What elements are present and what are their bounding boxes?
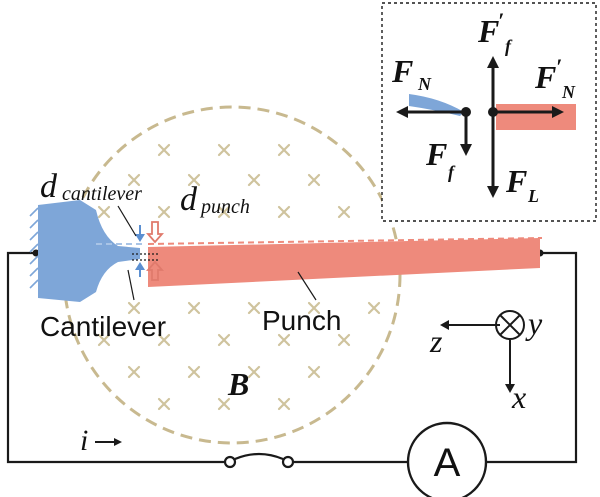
field-cross-mark [277, 333, 291, 347]
field-cross-mark [217, 333, 231, 347]
punch-displacement-arrows [146, 221, 164, 281]
d-cantilever-leader [117, 205, 137, 237]
svg-text:′: ′ [556, 54, 562, 79]
ammeter [406, 421, 488, 497]
field-cross-mark [127, 365, 141, 379]
field-cross-mark [97, 205, 111, 219]
svg-text:punch: punch [199, 196, 250, 218]
label-f-l: F L [505, 163, 539, 206]
gap-markers [132, 253, 158, 261]
field-cross-mark [337, 205, 351, 219]
d-cantilever-label: d cantilever [40, 168, 142, 205]
svg-text:F: F [425, 136, 447, 172]
svg-text:F: F [477, 13, 499, 49]
field-cross-mark [217, 205, 231, 219]
field-cross-mark [307, 173, 321, 187]
inset-force-arrows-right [487, 56, 564, 198]
inset-punch-tip [496, 104, 576, 130]
field-cross-mark [187, 301, 201, 315]
field-markers [97, 143, 381, 411]
label-f-f: F f [425, 136, 456, 182]
field-cross-mark [277, 397, 291, 411]
wire-node-left [32, 249, 40, 257]
label-f-n: F N [391, 53, 432, 94]
clamp-hatching [29, 207, 39, 289]
field-cross-mark [217, 397, 231, 411]
field-cross-mark [307, 365, 321, 379]
svg-text:F: F [534, 59, 556, 95]
magnetic-field-region [62, 105, 402, 445]
field-cross-mark [157, 205, 171, 219]
coordinate-axes [440, 320, 515, 393]
field-cross-mark [217, 143, 231, 157]
svg-text:N: N [561, 82, 576, 102]
field-cross-mark [157, 333, 171, 347]
ammeter-label: A [434, 441, 461, 485]
field-cross-mark [127, 173, 141, 187]
field-cross-mark [247, 173, 261, 187]
current-label: i [80, 424, 88, 457]
field-cross-mark [157, 397, 171, 411]
field-cross-mark [127, 301, 141, 315]
punch-leader [297, 271, 317, 301]
field-cross-mark [277, 143, 291, 157]
inset-force-arrows-left [396, 106, 472, 156]
inset-contact-point-right [488, 107, 498, 117]
label-f-prime-f: F ′ f [477, 8, 513, 56]
field-cross-mark [247, 365, 261, 379]
inset-contact-point-left [461, 107, 471, 117]
punch-beam [148, 238, 540, 287]
field-cross-mark [277, 205, 291, 219]
field-cross-mark [187, 173, 201, 187]
switch [223, 452, 295, 469]
circuit-wire [6, 251, 578, 464]
axis-x-label: x [511, 379, 526, 415]
svg-text:N: N [417, 74, 432, 94]
svg-text:cantilever: cantilever [62, 183, 142, 205]
field-cross-mark [337, 333, 351, 347]
field-cross-mark [247, 301, 261, 315]
punch-label: Punch [262, 305, 341, 336]
field-cross-mark [367, 301, 381, 315]
svg-text:d: d [180, 181, 198, 218]
axis-z-label: z [429, 323, 443, 359]
current-arrow [95, 438, 122, 446]
svg-text:d: d [40, 168, 58, 205]
d-punch-label: d punch [180, 181, 250, 218]
label-f-prime-n: F ′ N [534, 54, 576, 102]
svg-text:f: f [505, 36, 513, 56]
punch-reference-line [147, 237, 543, 245]
svg-text:′: ′ [498, 8, 504, 33]
field-cross-mark [187, 365, 201, 379]
field-cross-mark [307, 301, 321, 315]
field-cross-mark [97, 333, 111, 347]
into-page-icon [495, 310, 525, 340]
svg-text:L: L [527, 186, 539, 206]
svg-text:F: F [505, 163, 527, 199]
cantilever-beam [38, 200, 140, 302]
svg-text:f: f [448, 162, 456, 182]
field-label: B [227, 366, 249, 402]
field-cross-mark [157, 143, 171, 157]
cantilever-displacement-arrows [135, 225, 145, 277]
axis-y-label: y [525, 305, 543, 341]
cantilever-leader [127, 269, 135, 301]
svg-text:F: F [391, 53, 413, 89]
cantilever-label: Cantilever [40, 311, 166, 342]
